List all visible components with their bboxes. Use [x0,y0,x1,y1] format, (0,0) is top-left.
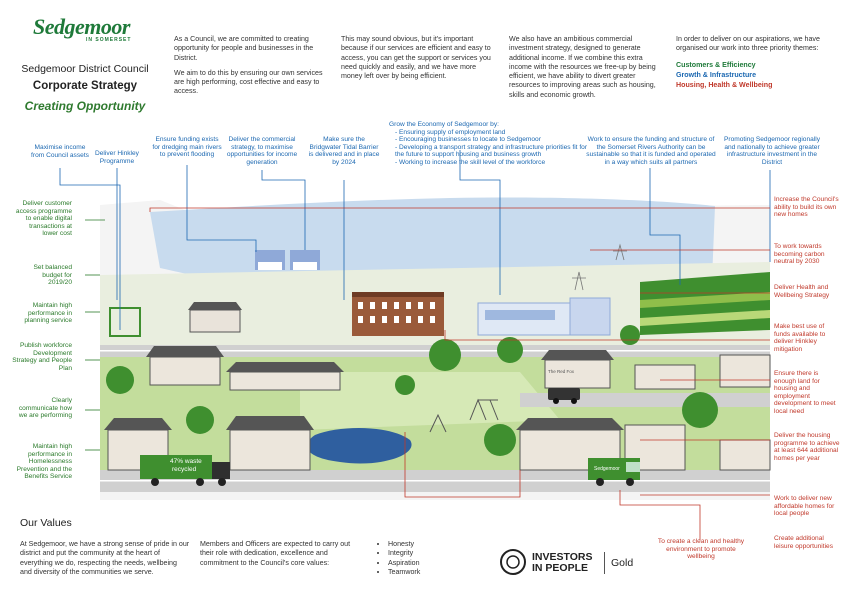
iip-line-1: INVESTORS [532,551,593,563]
grow-item: - Ensuring supply of employment land [395,128,506,136]
intro-col-2-para: This may sound obvious, but it's importa… [341,35,491,81]
goal-rivers-authority: Work to ensure the funding and structure… [586,136,716,166]
grow-item: - Working to increase the skill level of… [395,158,546,166]
truck-label-line-2: recycled [172,466,197,473]
intro-col-1: As a Council, we are committed to creati… [174,35,326,103]
car [548,388,580,404]
investors-in-people-icon [500,549,526,575]
page-title: Corporate Strategy [32,80,138,92]
houses-left [109,302,242,337]
town-hall [352,292,444,336]
goal-hinkley-mitigation: Make best use of funds available to deli… [774,323,826,353]
intro-col-4-para: In order to deliver on our aspirations, … [676,35,820,53]
intro-col-4: In order to deliver on our aspirations, … [676,35,836,60]
goal-planning-service: Maintain high performance in planning se… [24,302,72,325]
intro-col-2: This may sound obvious, but it's importa… [341,35,493,87]
customers-connector-lines [85,219,105,451]
goal-housing-programme: Deliver the housing programme to achieve… [774,432,840,462]
grow-economy-box: Grow the Economy of Sedgemoor by: - Ensu… [389,121,591,167]
goal-leisure: Create additional leisure opportunities [774,535,834,550]
pub-sign: The Red Fox [548,369,575,374]
values-text-2: Members and Officers are expected to car… [200,540,351,567]
core-value: Aspiration [388,559,420,568]
council-name: Sedgemoor District Council [21,63,149,75]
values-text-1: At Sedgemoor, we have a strong sense of … [20,540,190,576]
intro-col-1-para-2: We aim to do this by ensuring our own se… [174,68,323,96]
core-value: Integrity [388,549,420,558]
grow-item: - Developing a transport strategy and in… [395,143,588,159]
goal-hinkley: Deliver Hinkley Programme [95,150,139,165]
goal-commercial: Deliver the commercial strategy, to maxi… [226,136,298,166]
iip-level: Gold [611,557,634,569]
core-value: Honesty [388,540,420,549]
park-lawn [300,372,560,430]
trees [106,325,718,456]
goal-land-supply: Ensure there is enough land for housing … [774,370,836,415]
recycling-truck [140,455,230,486]
theme-growth: Growth & Infrastructure [676,71,757,79]
values-title: Our Values [20,517,72,529]
goal-clean-environment: To create a clean and healthy environmen… [657,538,745,561]
goal-tidal-barrier: Make sure the Bridgwater Tidal Barrier i… [308,136,380,166]
core-values-list: Honesty Integrity Aspiration Teamwork [380,540,420,577]
delivery-van [588,458,640,486]
goal-maximise-income: Maximise income from Council assets [31,144,89,159]
goal-balanced-budget: Set balanced budget for 2019/20 [33,264,73,287]
core-value: Teamwork [388,568,420,577]
logo-subtitle: IN SOMERSET [86,37,132,43]
playground [429,398,499,433]
iip-text: INVESTORS IN PEOPLE [532,552,593,574]
goal-homelessness-benefits: Maintain high performance in Homelessnes… [16,443,72,481]
goal-workforce-strategy: Publish workforce Development Strategy a… [12,342,72,372]
goal-promoting-sedgemoor: Promoting Sedgemoor regionally and natio… [723,136,821,166]
commercial-units [255,250,320,270]
intro-col-3: We also have an ambitious commercial inv… [509,35,661,106]
farm-field-stripe [640,292,770,308]
housing-connector-lines [149,207,770,540]
intro-col-1-para-1: As a Council, we are committed to creati… [174,35,314,62]
iip-divider [604,552,605,574]
goal-customer-access: Deliver customer access programme to ena… [15,200,72,238]
page-subtitle: Creating Opportunity [24,99,146,113]
grow-economy-title: Grow the Economy of Sedgemoor by: [389,121,499,128]
growth-connector-lines [59,150,771,330]
theme-customers: Customers & Efficiency [676,61,756,69]
electricity-pylons [572,243,627,291]
van-sign: Sedgemoor [594,466,620,472]
goal-communicate-performance: Clearly communicate how we are performin… [18,397,72,420]
intro-col-3-para: We also have an ambitious commercial inv… [509,35,656,99]
grow-item: - Encouraging businesses to locate to Se… [395,136,541,144]
farm-field-stripe [640,310,770,326]
goal-dredging: Ensure funding exists for dredging main … [152,136,222,159]
road-marking [100,480,770,482]
lower-houses [104,416,771,471]
theme-housing: Housing, Health & Wellbeing [676,81,773,89]
goal-carbon-neutral: To work towards becoming carbon neutral … [774,243,825,266]
terrace-houses [146,346,771,391]
iip-line-2: IN PEOPLE [532,562,589,574]
goal-health-wellbeing: Deliver Health and Wellbeing Strategy [774,284,830,299]
sedgemoor-logo: Sedgemoor [33,14,130,39]
truck-label-line-1: 47% waste [170,458,202,465]
pond [307,428,412,464]
goal-affordable-homes: Work to deliver new affordable homes for… [774,495,835,518]
modern-office [477,297,611,336]
goal-build-homes: Increase the Council's ability to build … [774,196,839,219]
